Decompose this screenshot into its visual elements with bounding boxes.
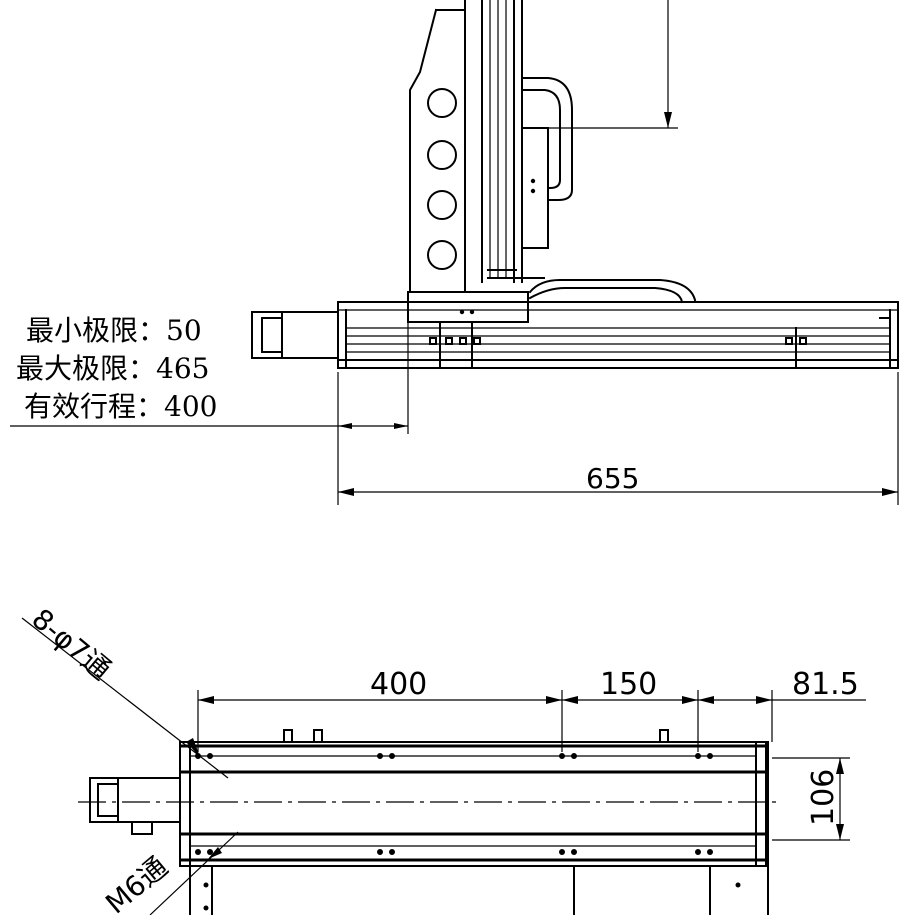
top-view: 400 150 81.5 106 8-φ7通 M6通: [21, 602, 866, 915]
dim-overall-length: 655: [586, 462, 639, 495]
base-rail: [337, 301, 899, 369]
dim-400: 400: [370, 667, 427, 702]
hole-circle: [427, 240, 457, 270]
max-limit-note: 最大极限：465: [16, 352, 209, 385]
dim-150: 150: [600, 667, 657, 702]
cable-loop: [528, 279, 697, 302]
min-limit-note: 最小极限：50: [26, 314, 202, 347]
mounting-holes: [195, 753, 741, 911]
cable-carrier: [521, 77, 573, 249]
hole-circle: [427, 140, 457, 170]
dim-106: 106: [806, 769, 841, 826]
hole-circle: [427, 88, 457, 118]
motor: [251, 311, 339, 359]
rail-body: [179, 741, 769, 867]
motor-top: [89, 777, 181, 835]
stroke-note: 有效行程：400: [24, 390, 217, 423]
cable-loop-inner: [528, 287, 684, 304]
thread-callout: M6通: [99, 850, 174, 915]
hole-circle: [427, 190, 457, 220]
hole-callout-leader: [21, 617, 229, 779]
hole-callout: 8-φ7通: [26, 602, 118, 687]
front-view: 最小极限：50 最大极限：465 有效行程：400 655: [10, 0, 899, 505]
carriage-block: [407, 291, 529, 323]
dim-81-5: 81.5: [792, 667, 859, 702]
